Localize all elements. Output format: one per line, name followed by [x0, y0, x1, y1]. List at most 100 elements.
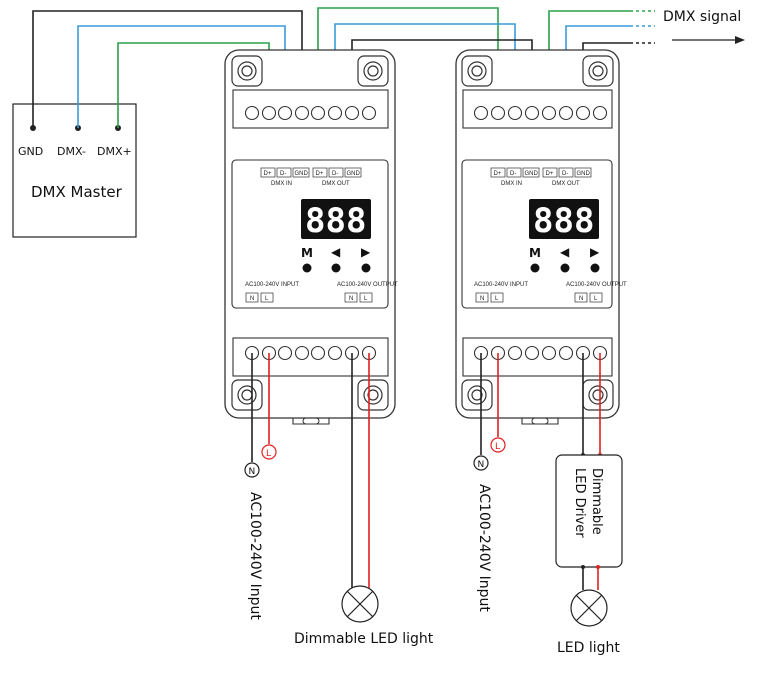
- device-2-term-d-plus-out: D+: [546, 171, 554, 177]
- device-1-output-label: AC100-240V OUTPUT: [337, 282, 398, 288]
- device-1-din-latch: [302, 417, 320, 425]
- device-1-mount-hole-tr: [363, 61, 383, 81]
- device-2-mount-hole-tr: [588, 61, 608, 81]
- dmx-signal-arrow-head: [735, 36, 745, 44]
- device-2-mount-hole-br: [588, 385, 608, 405]
- device-2-mount-hole-tr-inner: [592, 65, 604, 77]
- device-2-terminal-labels: D+ D- GND D+ D- GND DMX IN DMX OUT: [490, 167, 592, 187]
- device-1-terminal-labels: D+ D- GND D+ D- GND DMX IN DMX OUT: [260, 167, 362, 187]
- device-2-dmx-in-label: DMX IN: [501, 181, 522, 187]
- device-1-bottom-terminal-block: [232, 337, 389, 377]
- left-neutral-letter: N: [249, 467, 256, 477]
- driver-label-line1: Dimmable: [589, 468, 604, 535]
- led-bulb-right-cross-2: [575, 594, 603, 622]
- device-2-mount-tr: [582, 55, 614, 87]
- left-power-wiring: N L AC100-240V Input: [244, 353, 277, 620]
- device-2-out-n: N: [579, 296, 583, 302]
- right-led-load: Dimmable LED Driver LED light: [555, 353, 623, 656]
- master-dmx-plus-label: DMX+: [97, 145, 132, 158]
- device-1-left-button[interactable]: [331, 263, 341, 273]
- device-1-mount-hole-tl-inner: [241, 65, 253, 77]
- dmx-signal-indicator: DMX signal: [663, 9, 745, 44]
- device-2-display: [529, 199, 599, 239]
- right-neutral-terminal: [473, 455, 489, 471]
- device-1-mount-hole-br: [363, 385, 383, 405]
- device-2-display-digits: 888: [533, 201, 594, 241]
- device-2-mount-hole-tl: [467, 61, 487, 81]
- left-live-letter: L: [266, 449, 271, 459]
- right-supply-label: AC100-240V Input: [476, 484, 492, 612]
- device-1-input-label: AC100-240V INPUT: [245, 282, 299, 288]
- device-2-term-gnd-out: GND: [577, 171, 591, 177]
- device-1-term-d-plus-out: D+: [316, 171, 324, 177]
- device-2-mount-hole-tl-inner: [471, 65, 483, 77]
- led-bulb-cross-2: [346, 590, 374, 618]
- device-1-m-button[interactable]: [302, 263, 312, 273]
- dmx-decoder-2: D+ D- GND D+ D- GND DMX IN DMX OUT 888 M…: [455, 49, 627, 425]
- right-power-wiring: N L AC100-240V Input: [473, 353, 506, 612]
- device-1-mount-bl: [231, 379, 263, 411]
- device-1-m-label: M: [301, 246, 313, 260]
- driver-label-line2: LED Driver: [572, 468, 587, 538]
- device-2-term-gnd-in: GND: [525, 171, 539, 177]
- device-1-right-label: ▶: [361, 245, 371, 259]
- device-1-term-d-minus-out: D-: [332, 171, 338, 177]
- dmx-decoder-1: D+ D- GND D+ D- GND DMX IN DMX OUT 888 M…: [224, 49, 398, 425]
- device-1-top-terminal-block: [232, 89, 389, 129]
- master-dmx-minus-label: DMX-: [57, 145, 86, 158]
- master-gnd-label: GND: [18, 145, 43, 158]
- device-2-right-label: ▶: [590, 245, 600, 259]
- device-2-left-label: ◀: [560, 245, 570, 259]
- device-2-mount-hole-bl: [467, 385, 487, 405]
- left-supply-label: AC100-240V Input: [247, 492, 263, 620]
- device-2-dmx-out-label: DMX OUT: [552, 181, 580, 187]
- right-live-terminal: [490, 437, 506, 453]
- master-title: DMX Master: [31, 183, 123, 201]
- device-1-mount-hole-bl: [237, 385, 257, 405]
- device-1-in-l: L: [265, 296, 269, 302]
- device-1-display-digits: 888: [305, 201, 366, 241]
- device-2-m-label: M: [529, 246, 541, 260]
- device-2-top-terminals: [473, 105, 608, 121]
- device-2-din-clip: [521, 418, 559, 425]
- device-1-mount-br: [357, 379, 389, 411]
- device-2-out-l: L: [594, 296, 598, 302]
- device-1-mount-tl: [231, 55, 263, 87]
- device-1-right-button[interactable]: [361, 263, 371, 273]
- device-2-mount-bl: [461, 379, 493, 411]
- device-1-out-n: N: [349, 296, 353, 302]
- led-light-right-label: LED light: [557, 640, 620, 656]
- device-1-left-label: ◀: [331, 245, 341, 259]
- device-2-mount-hole-br-inner: [592, 389, 604, 401]
- device-1-mount-tr: [357, 55, 389, 87]
- device-1-term-gnd-in: GND: [295, 171, 309, 177]
- right-live-letter: L: [495, 442, 500, 452]
- device-2-output-label: AC100-240V OUTPUT: [566, 282, 627, 288]
- device-2-term-d-minus-in: D-: [510, 171, 516, 177]
- device-1-display: [301, 199, 371, 239]
- device-2-input-label: AC100-240V INPUT: [474, 282, 528, 288]
- device-2-term-d-plus-in: D+: [494, 171, 502, 177]
- device-1-mount-hole-tl: [237, 61, 257, 81]
- dmx-signal-label: DMX signal: [663, 9, 741, 25]
- device-1-in-n: N: [250, 296, 254, 302]
- dmx-master: GND DMX- DMX+ DMX Master: [12, 103, 137, 238]
- device-1-mount-hole-tr-inner: [367, 65, 379, 77]
- device-2-left-button[interactable]: [560, 263, 570, 273]
- device-1-din-clip: [292, 418, 330, 425]
- device-1-term-d-plus-in: D+: [264, 171, 272, 177]
- device-1-term-gnd-out: GND: [347, 171, 361, 177]
- device-2-in-l: L: [495, 296, 499, 302]
- device-2-term-d-minus-out: D-: [562, 171, 568, 177]
- device-2-m-button[interactable]: [530, 263, 540, 273]
- device-1-out-l: L: [364, 296, 368, 302]
- device-1-top-terminals: [244, 105, 377, 121]
- device-2-right-button[interactable]: [590, 263, 600, 273]
- device-1-mount-hole-br-inner: [367, 389, 379, 401]
- device-2-mount-tl: [461, 55, 493, 87]
- device-1-dmx-out-label: DMX OUT: [322, 181, 350, 187]
- led-driver-box: [555, 454, 623, 568]
- driver-out-neutral-dot: [581, 565, 585, 569]
- right-neutral-letter: N: [478, 460, 485, 470]
- left-neutral-terminal: [244, 462, 260, 478]
